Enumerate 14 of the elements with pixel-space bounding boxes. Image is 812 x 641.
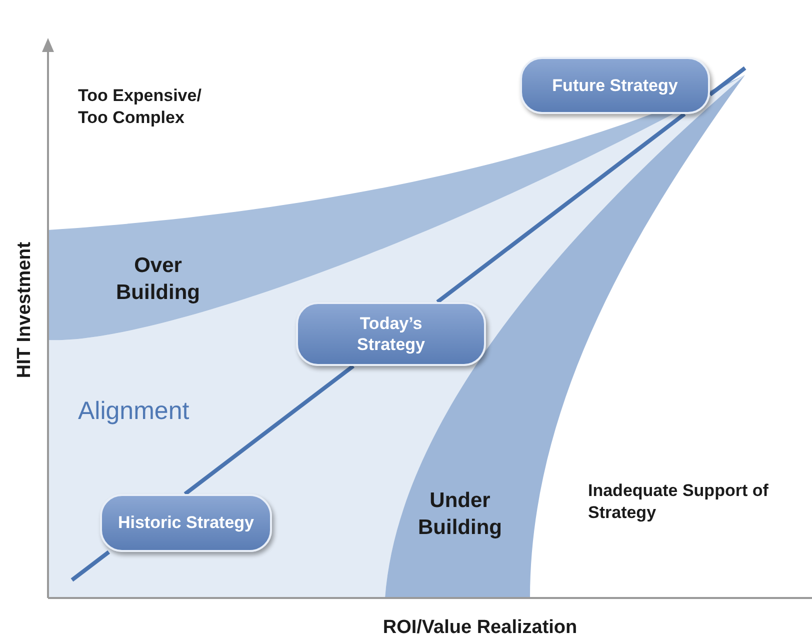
- trend-line: [436, 112, 686, 304]
- region-label: Too Expensive/ Too Complex: [78, 85, 202, 130]
- axis-title: ROI/Value Realization: [382, 616, 578, 640]
- strategy-pill: Future Strategy: [520, 57, 710, 114]
- region-label: Alignment: [78, 396, 190, 427]
- strategy-pill: Historic Strategy: [100, 494, 272, 552]
- trend-line: [70, 550, 110, 582]
- axis-title: HIT Investment: [14, 242, 36, 378]
- trend-line: [184, 364, 354, 496]
- region-label: Inadequate Support of Strategy: [588, 480, 770, 524]
- strategy-pill: Today’s Strategy: [296, 302, 486, 366]
- trend-line: [708, 66, 746, 96]
- region-label: Over Building: [115, 253, 201, 306]
- region-label: Under Building: [417, 488, 503, 542]
